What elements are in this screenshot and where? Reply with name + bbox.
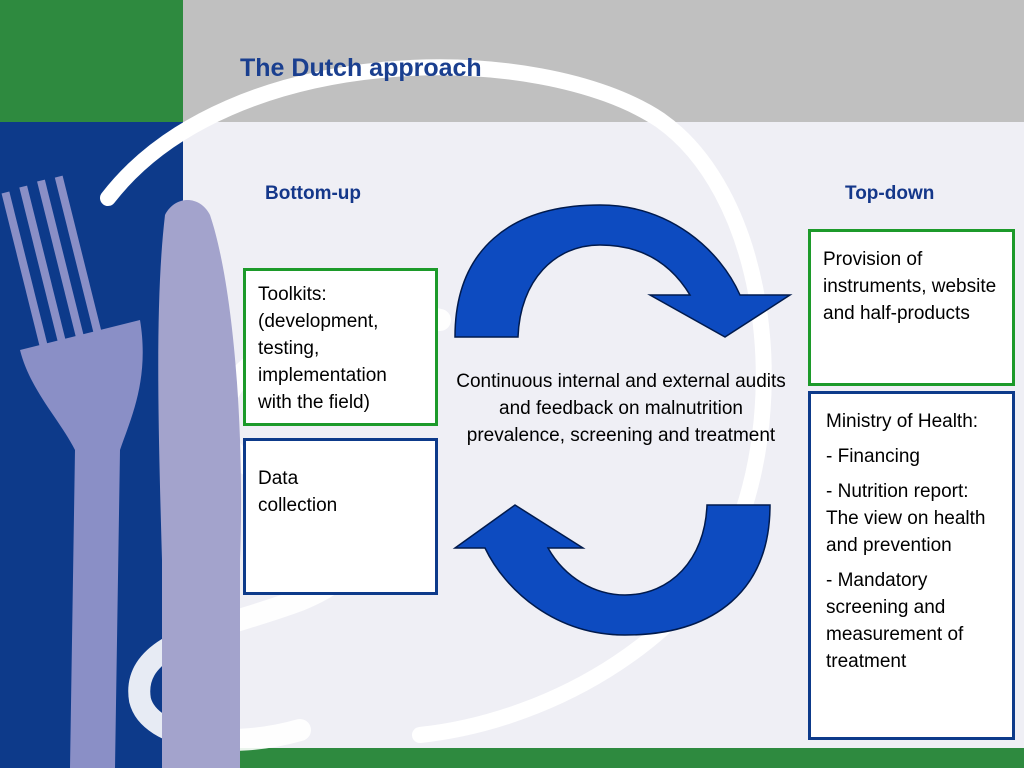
ministry-item: - Financing — [826, 446, 920, 467]
page-title: The Dutch approach — [240, 54, 482, 82]
bottom-green-band — [183, 748, 1024, 768]
heading-bottom-up: Bottom-up — [265, 183, 362, 204]
knife-icon — [158, 200, 242, 768]
provision-box: Provision of instruments, website and ha… — [808, 229, 1015, 386]
toolkits-box: Toolkits: (development, testing, impleme… — [243, 268, 438, 426]
arrow-top-icon — [454, 204, 793, 338]
fork-icon — [1, 175, 143, 768]
arrow-bottom-icon — [452, 504, 771, 636]
ministry-item: - Mandatory screening and measurement of… — [826, 570, 964, 672]
data-collection-box: Data collection — [243, 438, 438, 595]
top-gray-band — [183, 0, 1024, 122]
ministry-title: Ministry of Health: — [826, 411, 979, 432]
data-collection-text: Data collection — [258, 468, 338, 516]
ministry-item: - Nutrition report: The view on health a… — [826, 481, 986, 556]
ministry-box: Ministry of Health: - Financing - Nutrit… — [808, 391, 1015, 740]
provision-text: Provision of instruments, website and ha… — [823, 249, 997, 324]
heading-top-down: Top-down — [845, 183, 935, 204]
toolkits-text: Toolkits: (development, testing, impleme… — [258, 284, 387, 413]
top-left-green-block — [0, 0, 183, 122]
center-description: Continuous internal and external audits … — [456, 371, 786, 446]
